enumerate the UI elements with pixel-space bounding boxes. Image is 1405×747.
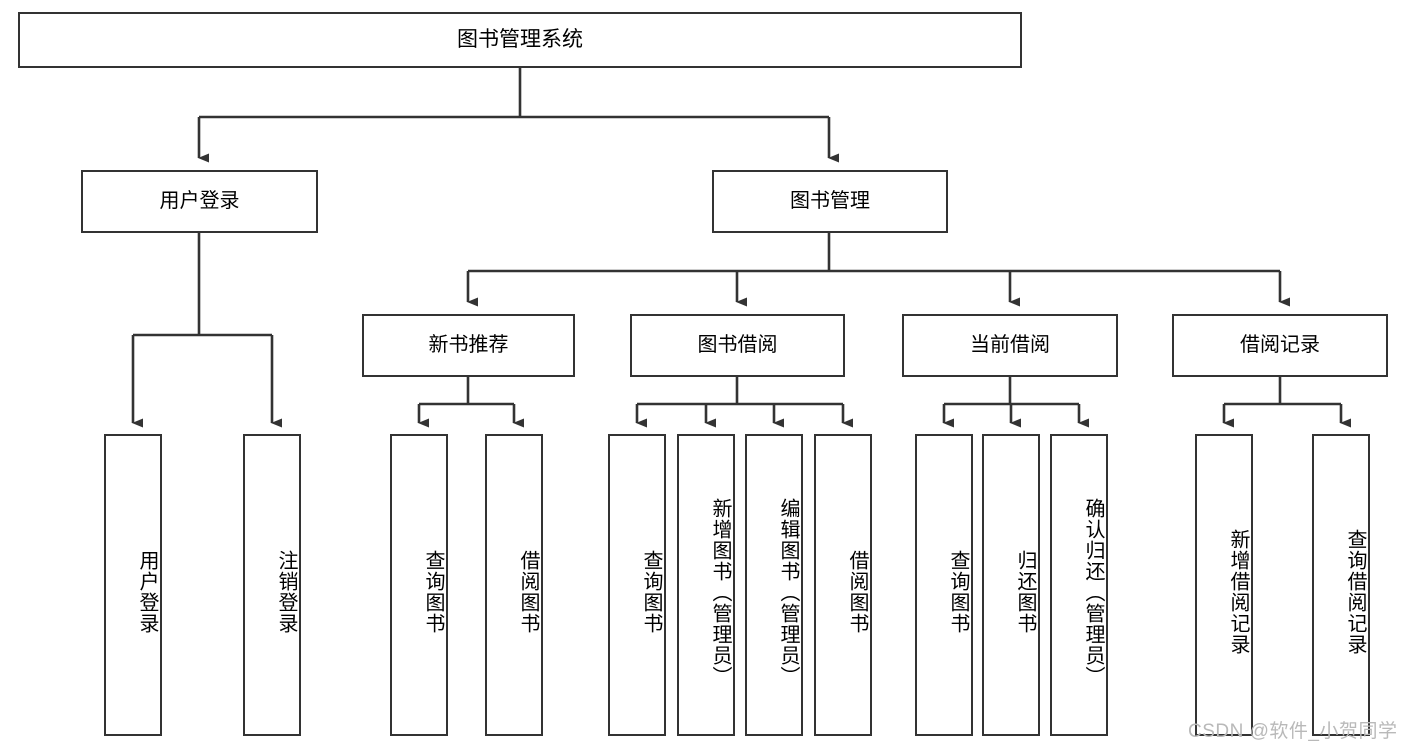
csdn-watermark: CSDN @软件_小贺同学 [1188, 721, 1398, 742]
leaf-current-borrow-return-label: 归还图书 [1014, 550, 1036, 634]
leaf-new-book-query-label: 查询图书 [422, 550, 444, 634]
node-root-system-label: 图书管理系统 [457, 28, 583, 52]
leaf-new-book-borrow[interactable]: 借阅图书 [485, 434, 543, 736]
leaf-book-borrow-query[interactable]: 查询图书 [608, 434, 666, 736]
node-book-borrow-label: 图书借阅 [697, 334, 778, 357]
leaf-user-login-signout[interactable]: 注销登录 [243, 434, 301, 736]
leaf-book-borrow-borrow-label: 借阅图书 [846, 550, 868, 634]
leaf-current-borrow-query-label: 查询图书 [947, 550, 969, 634]
node-root-system[interactable]: 图书管理系统 [18, 12, 1022, 68]
leaf-book-borrow-borrow[interactable]: 借阅图书 [814, 434, 872, 736]
leaf-borrow-record-add-label: 新增借阅记录 [1227, 529, 1249, 655]
node-book-management-label: 图书管理 [790, 190, 870, 213]
node-new-book-recommend[interactable]: 新书推荐 [362, 314, 575, 377]
node-current-borrow-label: 当前借阅 [970, 334, 1050, 357]
leaf-current-borrow-query[interactable]: 查询图书 [915, 434, 973, 736]
leaf-book-borrow-add[interactable]: 新增图书（管理员） [677, 434, 735, 736]
leaf-user-login-signout-label: 注销登录 [275, 550, 297, 634]
leaf-current-borrow-return[interactable]: 归还图书 [982, 434, 1040, 736]
node-book-borrow[interactable]: 图书借阅 [630, 314, 845, 377]
leaf-current-borrow-confirm-return[interactable]: 确认归还（管理员） [1050, 434, 1108, 736]
leaf-book-borrow-edit-label: 编辑图书（管理员） [777, 497, 799, 687]
node-book-management[interactable]: 图书管理 [712, 170, 948, 233]
leaf-new-book-borrow-label: 借阅图书 [517, 550, 539, 634]
leaf-borrow-record-add[interactable]: 新增借阅记录 [1195, 434, 1253, 736]
node-borrow-record-label: 借阅记录 [1240, 334, 1320, 357]
node-borrow-record[interactable]: 借阅记录 [1172, 314, 1388, 377]
leaf-current-borrow-confirm-return-label: 确认归还（管理员） [1082, 497, 1104, 687]
node-new-book-recommend-label: 新书推荐 [428, 334, 509, 357]
leaf-user-login-signin-label: 用户登录 [136, 550, 158, 634]
node-current-borrow[interactable]: 当前借阅 [902, 314, 1118, 377]
leaf-borrow-record-query[interactable]: 查询借阅记录 [1312, 434, 1370, 736]
leaf-book-borrow-add-label: 新增图书（管理员） [709, 497, 731, 687]
leaf-book-borrow-query-label: 查询图书 [640, 550, 662, 634]
leaf-book-borrow-edit[interactable]: 编辑图书（管理员） [745, 434, 803, 736]
leaf-borrow-record-query-label: 查询借阅记录 [1344, 529, 1366, 655]
leaf-new-book-query[interactable]: 查询图书 [390, 434, 448, 736]
node-user-login-label: 用户登录 [159, 190, 240, 213]
node-user-login[interactable]: 用户登录 [81, 170, 318, 233]
leaf-user-login-signin[interactable]: 用户登录 [104, 434, 162, 736]
